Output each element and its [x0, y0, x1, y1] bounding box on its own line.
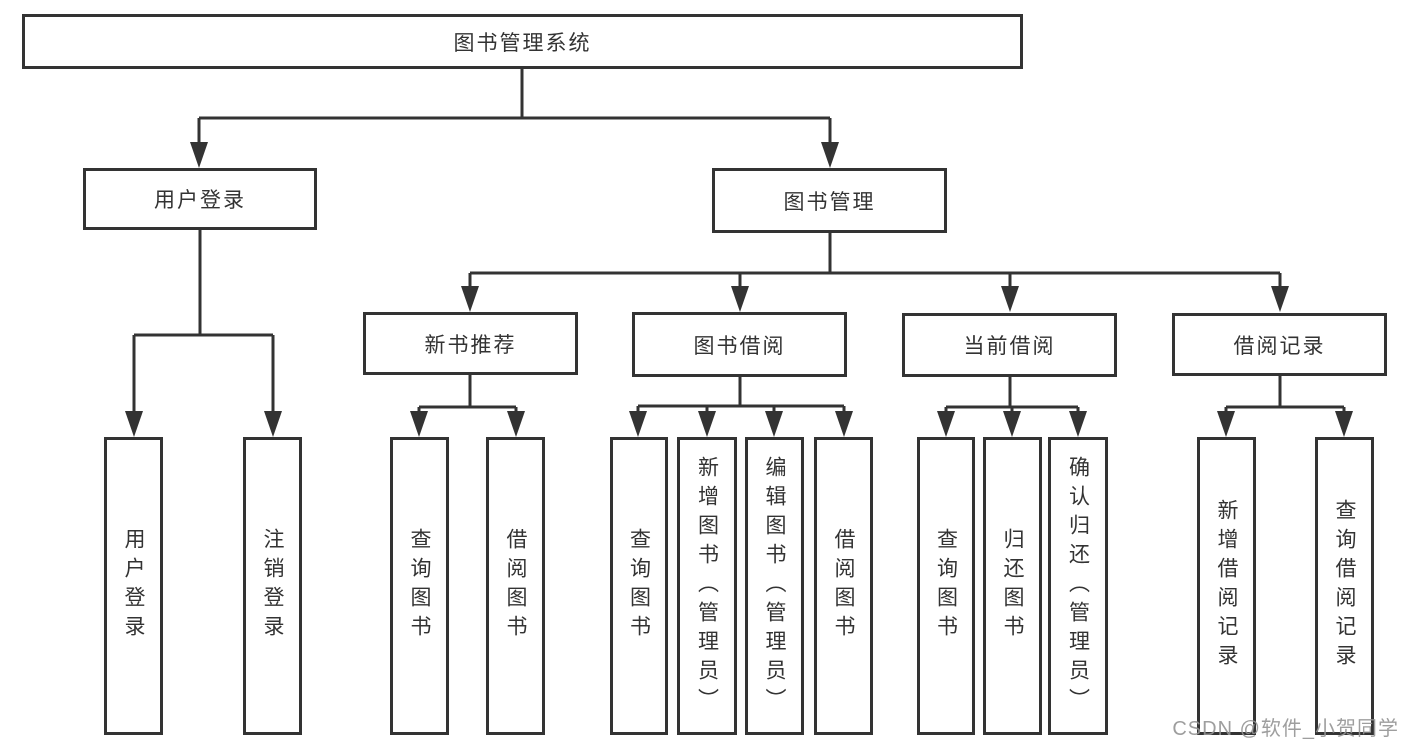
leaf-add-books-admin: 新增图书（管理员）	[677, 437, 737, 735]
connector-borrow-records-children	[1224, 376, 1346, 413]
leaf-query-borrow-record: 查询借阅记录	[1315, 437, 1374, 735]
node-root-label: 图书管理系统	[453, 31, 592, 55]
node-borrow-records-label: 借阅记录	[1233, 334, 1326, 358]
leaf-logout-login: 注销登录	[243, 437, 302, 735]
leaf-borrow-books: 借阅图书	[814, 437, 873, 735]
leaf-query-books-label: 查询图书	[408, 528, 431, 644]
leaf-confirm-return-admin: 确认归还（管理员）	[1048, 437, 1108, 735]
node-book-management: 图书管理	[712, 168, 947, 233]
leaf-query-borrow-record-label: 查询借阅记录	[1333, 499, 1356, 673]
node-borrow-records: 借阅记录	[1172, 313, 1387, 376]
leaf-user-login: 用户登录	[104, 437, 163, 735]
connector-book-mgmt-children	[468, 233, 1282, 288]
node-user-login: 用户登录	[83, 168, 317, 230]
connector-current-borrow-children	[944, 377, 1080, 413]
node-user-login-label: 用户登录	[154, 189, 246, 212]
csdn-watermark: CSDN @软件_小贺同学	[1172, 718, 1399, 740]
node-new-book-recommendation-label: 新书推荐	[424, 333, 517, 357]
connector-root-to-level2	[197, 69, 832, 144]
node-book-management-label: 图书管理	[783, 190, 876, 214]
leaf-query-books-label: 查询图书	[934, 528, 958, 644]
node-current-borrowing: 当前借阅	[902, 313, 1117, 377]
leaf-add-borrow-record-label: 新增借阅记录	[1215, 499, 1238, 673]
arrowheads	[125, 142, 1353, 437]
leaf-return-books-label: 归还图书	[1001, 528, 1024, 644]
leaf-query-books: 查询图书	[610, 437, 668, 735]
leaf-logout-login-label: 注销登录	[261, 528, 284, 644]
leaf-confirm-return-admin-label: 确认归还（管理员）	[1066, 455, 1090, 717]
leaf-query-books: 查询图书	[917, 437, 975, 735]
node-book-borrowing: 图书借阅	[632, 312, 847, 377]
leaf-edit-books-admin-label: 编辑图书（管理员）	[763, 455, 786, 717]
connector-book-borrow-children	[636, 377, 846, 413]
leaf-borrow-books-label: 借阅图书	[504, 528, 527, 644]
leaf-borrow-books-label: 借阅图书	[832, 528, 855, 644]
leaf-query-books-label: 查询图书	[627, 528, 651, 644]
leaf-add-books-admin-label: 新增图书（管理员）	[695, 455, 719, 717]
node-new-book-recommendation: 新书推荐	[363, 312, 578, 375]
connector-new-book-rec-children	[417, 375, 518, 413]
leaf-user-login-label: 用户登录	[122, 528, 145, 644]
leaf-add-borrow-record: 新增借阅记录	[1197, 437, 1256, 735]
leaf-edit-books-admin: 编辑图书（管理员）	[745, 437, 804, 735]
leaf-return-books: 归还图书	[983, 437, 1042, 735]
node-current-borrowing-label: 当前借阅	[963, 335, 1056, 358]
node-root: 图书管理系统	[22, 14, 1023, 69]
leaf-query-books: 查询图书	[390, 437, 449, 735]
node-book-borrowing-label: 图书借阅	[693, 334, 786, 358]
leaf-borrow-books: 借阅图书	[486, 437, 545, 735]
connector-user-login-children	[132, 230, 275, 413]
